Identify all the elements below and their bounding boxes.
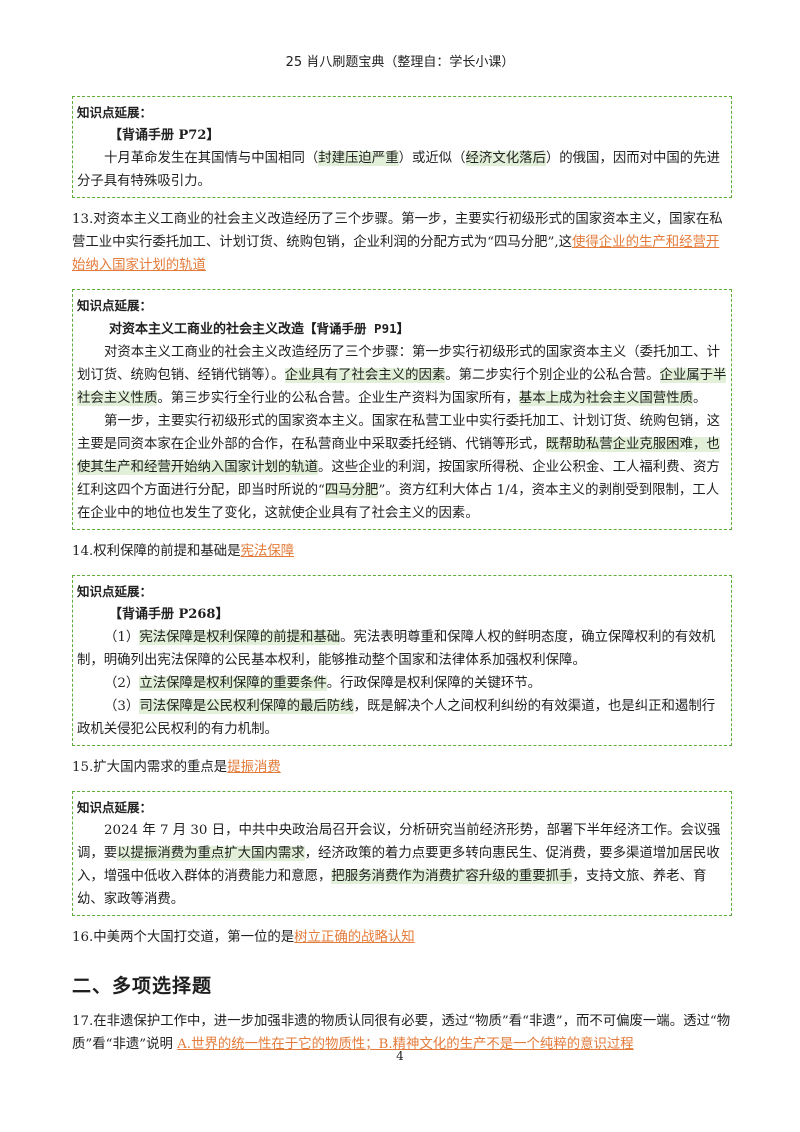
question-text: 16.中美两个大国打交道，第一位的是	[72, 930, 295, 945]
text: ，经济政策的着力点要更多转向惠民生、促消费，要多渠道增加居民收入，增强中低收入群…	[77, 846, 720, 884]
text: 。第三步实行全行业的公私合营。企业生产资料为国家所有，	[157, 391, 519, 406]
page-number: 4	[396, 1049, 404, 1063]
box-paragraph: 对资本主义工商业的社会主义改造经历了三个步骤：第一步实行初级形式的国家资本主义（…	[77, 341, 727, 410]
box-item: （1）宪法保障是权利保障的前提和基础。宪法表明尊重和保障人权的鲜明态度，确立保障…	[77, 626, 727, 672]
highlight: 四马分肥	[324, 483, 379, 498]
section-heading: 二、多项选择题	[72, 975, 213, 997]
question-text: 17.在非遗保护工作中，进一步加强非遗的物质认同很有必要，透过“物质”看“非遗”…	[72, 1014, 731, 1052]
question-15: 15.扩大国内需求的重点是提振消费	[72, 756, 732, 779]
highlight: 经济文化落后	[465, 151, 546, 166]
text: 。	[692, 391, 707, 406]
text: 十月革命发生在其国情与中国相同（	[104, 151, 319, 166]
box-heading: 知识点延展：	[77, 105, 153, 120]
page-content: 知识点延展： 【背诵手册 P72】 十月革命发生在其国情与中国相同（封建压迫严重…	[72, 96, 732, 1068]
box-paragraph: 十月革命发生在其国情与中国相同（封建压迫严重）或近似（经济文化落后）的俄国，因而…	[77, 147, 727, 193]
answer: 使得企业的生产和经营开始纳入国家计划的轨道	[72, 235, 720, 273]
highlight: 基本上成为社会主义国营性质	[518, 391, 693, 406]
answer: A.世界的统一性在于它的物质性；B.精神文化的生产不是一个纯粹的意识过程	[177, 1037, 634, 1052]
box-item: （3）司法保障是公民权利保障的最后防线，既是解决个人之间权利纠纷的有效渠道，也是…	[77, 695, 727, 741]
box-item: （2）立法保障是权利保障的重要条件。行政保障是权利保障的关键环节。	[77, 672, 727, 695]
highlight: 宪法保障是权利保障的前提和基础	[139, 630, 341, 645]
question-16: 16.中美两个大国打交道，第一位的是树立正确的战略认知	[72, 926, 732, 949]
text: 。第二步实行个别企业的公私合营。	[445, 368, 660, 383]
box-title: 对资本主义工商业的社会主义改造【背诵手册 P91】	[77, 317, 727, 341]
question-text: 13.对资本主义工商业的社会主义改造经历了三个步骤。第一步，主要实行初级形式的国…	[72, 212, 723, 250]
highlight: 把服务消费作为消费扩容升级的重要抓手	[331, 869, 573, 884]
answer: 树立正确的战略认知	[294, 930, 415, 945]
text: 。这些企业的利润，按国家所得税、企业公积金、工人福利费、资方红利这四个方面进行分…	[77, 460, 720, 498]
box-heading: 知识点延展：	[77, 298, 153, 313]
text: ）或近似（	[398, 151, 466, 166]
question-text: 14.权利保障的前提和基础是	[72, 544, 241, 559]
text: ，支持文旅、养老、育幼、家政等消费。	[77, 869, 707, 907]
highlight: 司法保障是公民权利保障的最后防线	[139, 699, 354, 714]
text: 对资本主义工商业的社会主义改造经历了三个步骤：第一步实行初级形式的国家资本主义（…	[77, 345, 720, 383]
answer: 提振消费	[227, 760, 281, 775]
box-heading: 知识点延展：	[77, 800, 153, 815]
question-14: 14.权利保障的前提和基础是宪法保障	[72, 540, 732, 563]
text: 。行政保障是权利保障的关键环节。	[326, 676, 542, 691]
highlight: 以提振消费为重点扩大国内需求	[117, 846, 305, 861]
question-17: 17.在非遗保护工作中，进一步加强非遗的物质认同很有必要，透过“物质”看“非遗”…	[72, 1010, 732, 1056]
box-title: 【背诵手册 P268】	[109, 607, 229, 622]
box-paragraph: 第一步，主要实行初级形式的国家资本主义。国家在私营工业中实行委托加工、计划订货、…	[77, 410, 727, 525]
item-number: （1）	[104, 630, 140, 645]
highlight: 企业具有了社会主义的因素	[284, 368, 446, 383]
text: ，既是解决个人之间权利纠纷的有效渠道，也是纠正和遏制行政机关侵犯公民权利的有力机…	[77, 699, 716, 737]
answer: 宪法保障	[240, 544, 295, 559]
text: 第一步，主要实行初级形式的国家资本主义。国家在私营工业中实行委托加工、计划订货、…	[77, 414, 720, 452]
knowledge-box-1: 知识点延展： 【背诵手册 P72】 十月革命发生在其国情与中国相同（封建压迫严重…	[72, 96, 732, 198]
text: 。宪法表明尊重和保障人权的鲜明态度，确立保障权利的有效机制，明确列出宪法保障的公…	[77, 630, 716, 668]
question-text: 15.扩大国内需求的重点是	[72, 760, 228, 775]
box-title-ref: 【背诵手册 P91】	[304, 321, 410, 336]
knowledge-box-4: 知识点延展： 2024 年 7 月 30 日，中共中央政治局召开会议，分析研究当…	[72, 791, 732, 916]
item-number: （2）	[104, 676, 140, 691]
item-number: （3）	[104, 699, 140, 714]
knowledge-box-2: 知识点延展： 对资本主义工商业的社会主义改造【背诵手册 P91】 对资本主义工商…	[72, 289, 732, 530]
box-title-text: 对资本主义工商业的社会主义改造	[109, 322, 305, 337]
knowledge-box-3: 知识点延展： 【背诵手册 P268】 （1）宪法保障是权利保障的前提和基础。宪法…	[72, 575, 732, 746]
box-title: 【背诵手册 P72】	[109, 128, 220, 143]
text: ”。资方红利大体占 1/4，资本主义的剥削受到限制，工人在企业中的地位也发生了变…	[77, 483, 720, 521]
box-paragraph: 2024 年 7 月 30 日，中共中央政治局召开会议，分析研究当前经济形势，部…	[77, 819, 727, 911]
highlight: 立法保障是权利保障的重要条件	[139, 676, 327, 691]
text: ）的俄国，因而对中国的先进分子具有特殊吸引力。	[77, 151, 720, 189]
box-heading: 知识点延展：	[77, 584, 153, 599]
question-13: 13.对资本主义工商业的社会主义改造经历了三个步骤。第一步，主要实行初级形式的国…	[72, 208, 732, 277]
highlight: 封建压迫严重	[318, 151, 399, 166]
text: 2024 年 7 月 30 日，中共中央政治局召开会议，分析研究当前经济形势，部…	[77, 823, 721, 861]
page-header: 25 肖八刷题宝典（整理自：学长小课）	[285, 55, 515, 70]
